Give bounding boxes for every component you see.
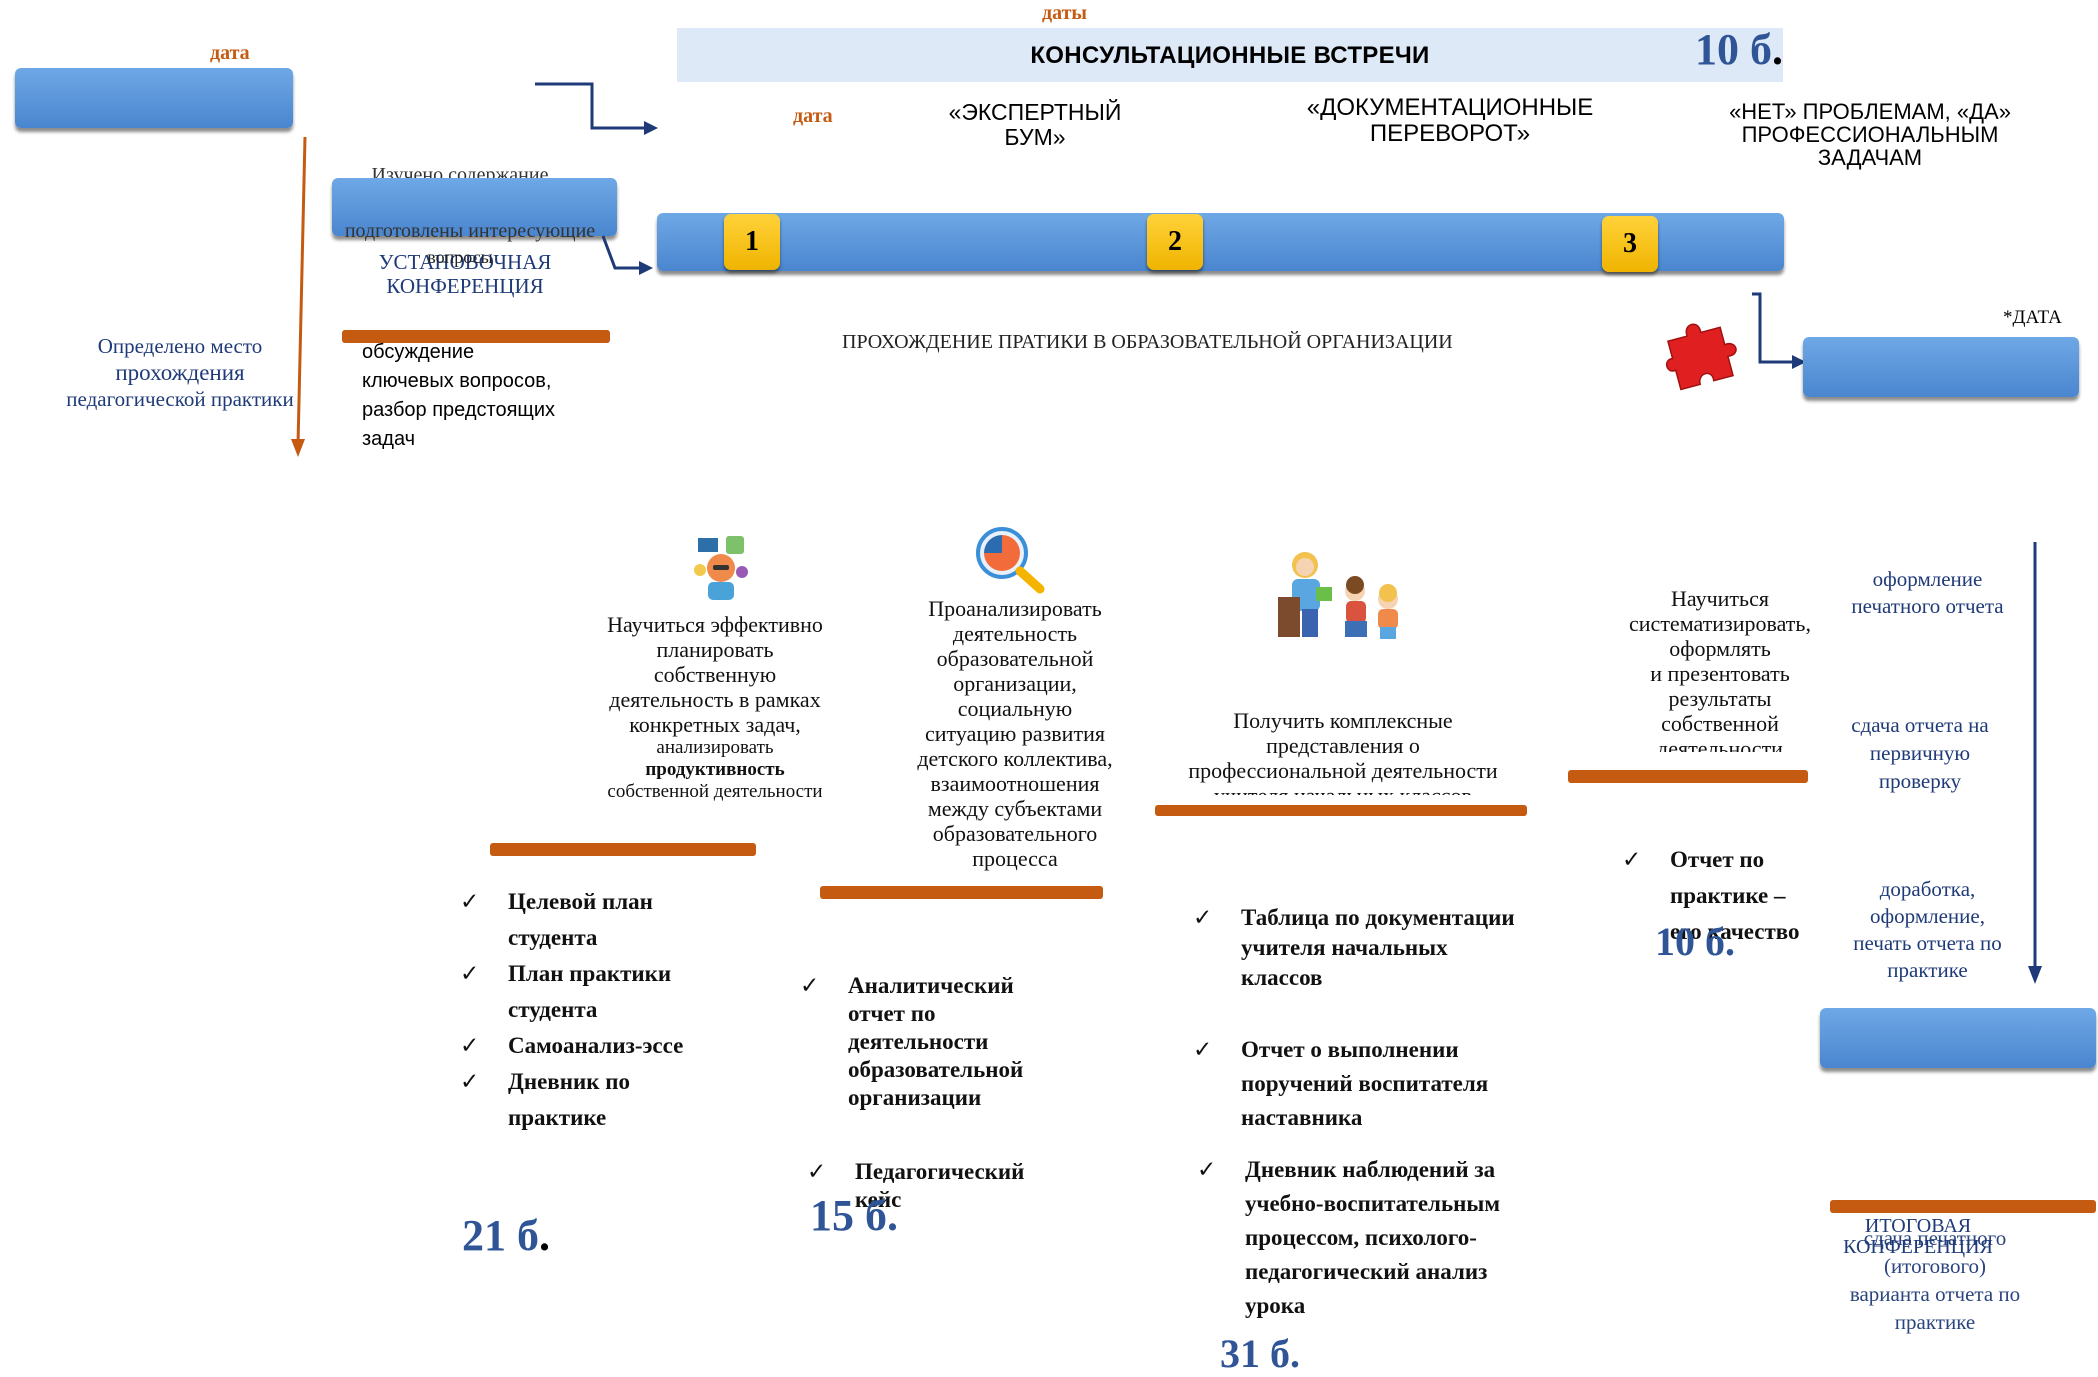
check-icon: ✓ bbox=[460, 1069, 480, 1094]
goal-col2: Проанализировать деятельность образовате… bbox=[917, 596, 1113, 871]
planning-people-icon bbox=[694, 536, 748, 600]
check-icon: ✓ bbox=[460, 889, 480, 914]
final-orange-line bbox=[1830, 1200, 2096, 1213]
connector-arrow-top bbox=[535, 82, 658, 135]
header-dates-label: даты bbox=[1042, 2, 1088, 24]
col2-orange-line bbox=[820, 886, 1103, 899]
placement-text: Определено место прохождения педагогичес… bbox=[66, 334, 294, 411]
col1-orange-line bbox=[490, 843, 756, 856]
checklist-item: ✓Аналитический отчет по деятельности обр… bbox=[800, 973, 1024, 1110]
check-icon: ✓ bbox=[800, 973, 820, 998]
check-icon: ✓ bbox=[807, 1159, 827, 1184]
checklist-item: ✓План практики студента bbox=[460, 956, 705, 1028]
col3-checklist: ✓Таблица по документации учителя начальн… bbox=[1193, 903, 1533, 1323]
left-date-label: дата bbox=[210, 42, 250, 64]
col1-score: 21 б. bbox=[462, 1211, 550, 1260]
practice-timeline-bar bbox=[657, 213, 1784, 271]
check-icon: ✓ bbox=[1193, 905, 1213, 930]
final-step-2: сдача отчета на первичную проверку bbox=[1851, 713, 1989, 793]
final-step-1: оформление печатного отчета bbox=[1851, 567, 2004, 618]
teacher-children-icon bbox=[1278, 552, 1398, 639]
col4-orange-line bbox=[1568, 770, 1808, 783]
down-arrow-orange bbox=[291, 136, 307, 457]
col4-checklist: ✓Отчет по практике – его качество bbox=[1622, 842, 1822, 950]
checklist-item: ✓Самоанализ-эссе bbox=[460, 1028, 705, 1064]
checklist-item: ✓Дневник наблюдений за учебно-воспитател… bbox=[1193, 1153, 1533, 1323]
step-badge-2: 2 bbox=[1147, 214, 1203, 270]
col2-score: 15 б. bbox=[810, 1191, 898, 1240]
final-conference-title: ИТОГОВАЯ КОНФЕРЕНЦИЯ bbox=[1843, 1215, 1993, 1258]
col3-orange-line bbox=[1155, 805, 1527, 816]
goal-col1: Научиться эффективно планировать собстве… bbox=[607, 612, 823, 802]
connector-arrow-right bbox=[1752, 292, 1806, 369]
practice-caption: ПРОХОЖДЕНИЕ ПРАТИКИ В ОБРАЗОВАТЕЛЬНОЙ ОР… bbox=[842, 331, 1453, 353]
checklist-item: ✓Таблица по документации учителя начальн… bbox=[1193, 905, 1515, 990]
checklist-item: ✓Педагогический кейс bbox=[807, 1159, 1025, 1212]
studied-text-2: подготовлены интересующие bbox=[344, 220, 596, 242]
col1-checklist: ✓Целевой план студента ✓План практики ст… bbox=[460, 884, 705, 1136]
col2-checklist: ✓Аналитический отчет по деятельности обр… bbox=[800, 972, 1070, 1214]
right-date-label: *ДАТА bbox=[2003, 307, 2062, 328]
goal-col3: Получить комплексные представления о про… bbox=[1188, 708, 1498, 795]
col4-score: 10 б. bbox=[1655, 919, 1735, 964]
consult-title-1: «ЭКСПЕРТНЫЙ БУМ» bbox=[948, 99, 1122, 150]
down-arrow-navy bbox=[2028, 542, 2042, 984]
connector-arrow-bar bbox=[601, 235, 653, 275]
discussion-text: обсуждение ключевых вопросов, разбор пре… bbox=[362, 341, 556, 450]
header-score: 10 б. bbox=[1695, 25, 1783, 74]
conference-orange-line bbox=[342, 330, 610, 343]
consult-title-2: «ДОКУМЕНТАЦИОННЫЕ ПЕРЕВОРОТ» bbox=[1306, 94, 1594, 147]
checklist-item: ✓Дневник по практике bbox=[460, 1064, 705, 1136]
consult-date-label: дата bbox=[793, 105, 833, 127]
chart-magnifier-icon bbox=[976, 527, 1045, 594]
final-submission-text: сдача печатного (итогового) варианта отч… bbox=[1849, 1226, 2021, 1334]
conference-blue-box bbox=[332, 178, 617, 236]
studied-text-3: вопросы bbox=[427, 247, 493, 267]
step-badge-1: 1 bbox=[724, 214, 780, 270]
checklist-item: ✓Целевой план студента bbox=[460, 884, 705, 956]
check-icon: ✓ bbox=[460, 961, 480, 986]
header-band: КОНСУЛЬТАЦИОННЫЕ ВСТРЕЧИ bbox=[677, 28, 1783, 82]
check-icon: ✓ bbox=[1193, 1037, 1213, 1062]
conference-title: УСТАНОВОЧНАЯ КОНФЕРЕНЦИЯ bbox=[378, 250, 552, 298]
header-title: КОНСУЛЬТАЦИОННЫЕ ВСТРЕЧИ bbox=[1030, 42, 1430, 69]
goal-col4: Научиться систематизировать, оформлять и… bbox=[1629, 586, 1811, 752]
check-icon: ✓ bbox=[1197, 1157, 1217, 1182]
checklist-item: ✓Отчет по практике – его качество bbox=[1622, 842, 1822, 950]
col3-score: 31 б. bbox=[1220, 1331, 1300, 1376]
start-blue-box bbox=[15, 68, 293, 128]
right-blue-box bbox=[1803, 337, 2079, 397]
final-blue-box bbox=[1820, 1008, 2096, 1068]
check-icon: ✓ bbox=[460, 1033, 480, 1058]
consult-title-3: «НЕТ» ПРОБЛЕМАМ, «ДА» ПРОФЕССИОНАЛЬНЫМ З… bbox=[1729, 99, 2011, 170]
check-icon: ✓ bbox=[1622, 847, 1642, 872]
step-badge-3: 3 bbox=[1602, 216, 1658, 272]
final-step-3: доработка, оформление, печать отчета по … bbox=[1853, 877, 2002, 982]
checklist-item: ✓Отчет о выполнении поручений воспитател… bbox=[1193, 1033, 1533, 1135]
puzzle-piece-icon bbox=[1665, 323, 1737, 391]
